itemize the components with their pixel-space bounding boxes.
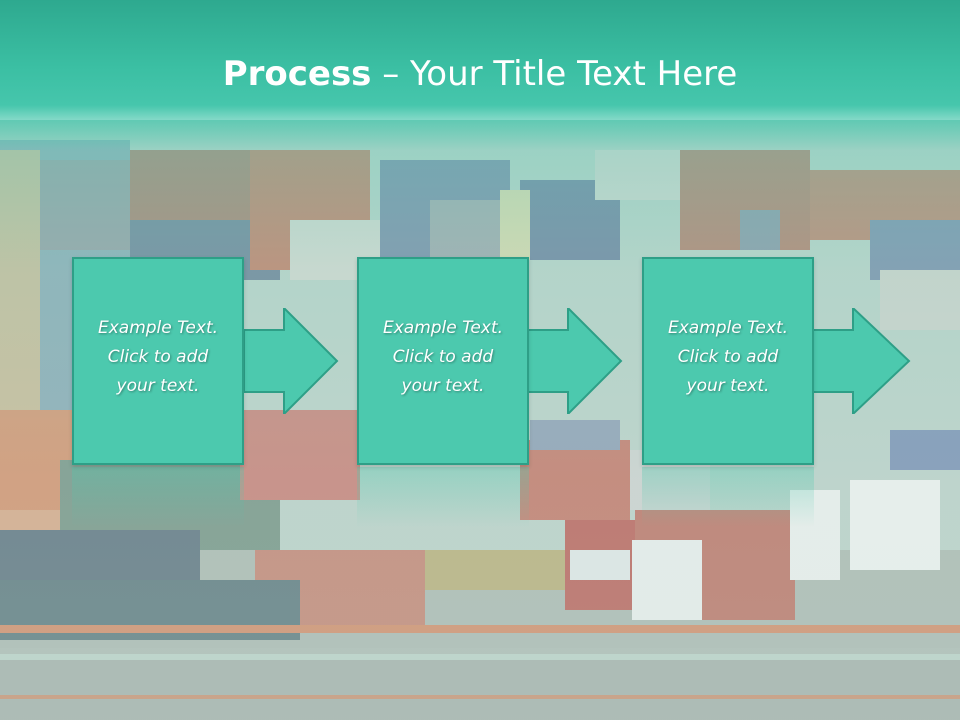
step-text[interactable]: Example Text. Click to add your text. <box>97 318 219 396</box>
step-text[interactable]: Example Text. Click to add your text. <box>382 318 504 396</box>
process-step-2[interactable]: Example Text. Click to add your text. <box>357 257 529 465</box>
slide-title[interactable]: Process – Your Title Text Here <box>0 52 960 96</box>
arrow-icon-3 <box>813 308 911 414</box>
process-step-1[interactable]: Example Text. Click to add your text. <box>72 257 244 465</box>
title-bar: Process – Your Title Text Here <box>0 0 960 150</box>
step-reflection <box>642 467 814 527</box>
arrow-icon-2 <box>528 308 623 414</box>
step-text[interactable]: Example Text. Click to add your text. <box>667 318 789 396</box>
process-step-3[interactable]: Example Text. Click to add your text. <box>642 257 814 465</box>
title-rest: – Your Title Text Here <box>371 54 738 94</box>
step-reflection <box>357 467 529 527</box>
step-reflection <box>72 467 244 527</box>
title-bold: Process <box>222 54 372 94</box>
arrow-icon-1 <box>244 308 339 414</box>
